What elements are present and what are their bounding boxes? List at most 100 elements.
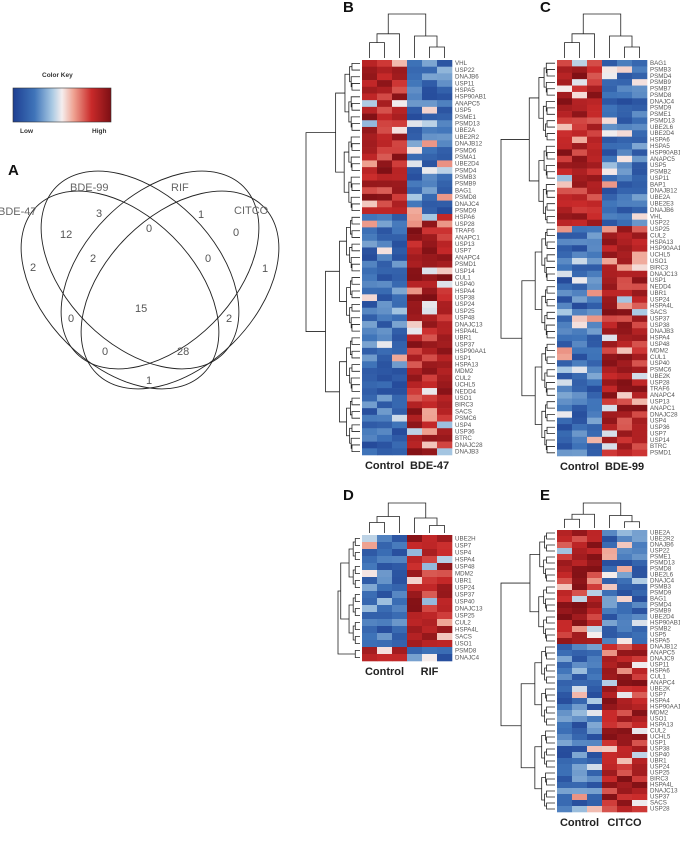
heatmap-cell	[422, 66, 438, 74]
heatmap-cell	[407, 301, 423, 309]
gene-label: PSMD1	[650, 450, 672, 457]
gene-label: USP14	[455, 268, 475, 275]
gene-label: PSMB3	[650, 584, 672, 591]
gene-label: USO1	[650, 716, 667, 723]
heatmap-cell	[572, 758, 588, 765]
heatmap-cell	[362, 556, 378, 564]
heatmap-cell	[422, 234, 438, 242]
heatmap-cell	[362, 207, 378, 215]
heatmap-cell	[632, 392, 648, 399]
heatmap-cell	[602, 782, 618, 789]
heatmap-cell	[572, 608, 588, 615]
heatmap-cell	[377, 428, 393, 436]
gene-label: HSPA4	[455, 288, 475, 295]
heatmap-cell	[557, 79, 573, 86]
heatmap-cell	[572, 716, 588, 723]
gene-label: DNAJC13	[455, 605, 483, 612]
heatmap-cell	[407, 213, 423, 221]
heatmap-cell	[362, 274, 378, 282]
venn-diagram: A BDE-47 BDE-99 RIF CITCO 2 3 1 1 12 0 0…	[0, 162, 280, 390]
heatmap-cell	[602, 277, 618, 284]
heatmap-cell	[362, 619, 378, 627]
heatmap-cell	[587, 430, 603, 438]
group-label-control: Control	[365, 666, 404, 678]
heatmap-cell	[407, 267, 423, 275]
heatmap-cell	[437, 381, 453, 389]
column-dendrogram	[564, 502, 640, 528]
venn-count-bde47-rif-citco: 0	[102, 346, 108, 358]
heatmap-cell	[377, 167, 393, 175]
heatmap-cell	[587, 366, 603, 374]
heatmap-cell	[407, 542, 423, 550]
heatmap-cell	[377, 227, 393, 235]
heatmap-cell	[587, 296, 603, 304]
heatmap-cell	[422, 260, 438, 268]
gene-label: USP48	[650, 341, 670, 348]
venn-count-bde47-rif: 0	[68, 313, 74, 325]
gene-label: MDM2	[455, 368, 474, 375]
heatmap-cell	[392, 106, 408, 114]
heatmap-cell	[587, 130, 603, 137]
heatmap-cell	[437, 234, 453, 242]
gene-label: HSPA4L	[650, 782, 674, 789]
heatmap-cell	[377, 113, 393, 121]
gene-label: PSMD9	[650, 105, 672, 112]
heatmap-cell	[377, 549, 393, 557]
heatmap-cell	[602, 328, 618, 335]
heatmap-cell	[557, 392, 573, 399]
gene-label: USP25	[455, 308, 475, 315]
heatmap-cell	[377, 394, 393, 402]
heatmap-cell	[437, 334, 453, 342]
heatmap-cell	[632, 430, 648, 438]
heatmap-cell	[572, 85, 588, 93]
heatmap-cell	[632, 536, 648, 543]
heatmap-cell	[572, 143, 588, 150]
heatmap-cell	[392, 287, 408, 295]
heatmap-cell	[572, 251, 588, 259]
heatmap-cell	[602, 644, 618, 651]
heatmap-cell	[617, 436, 633, 444]
heatmap-cell	[617, 206, 633, 214]
heatmap-cell	[587, 321, 603, 329]
heatmap-cell	[602, 449, 618, 457]
heatmap-cell	[587, 656, 603, 663]
heatmap-cell	[362, 321, 378, 329]
heatmap-cell	[392, 274, 408, 282]
heatmap-cell	[407, 605, 423, 613]
gene-label: UBE2L6	[650, 124, 674, 131]
heatmap-cell	[632, 72, 648, 80]
heatmap-panel-d: UBE2HUSP7USP4HSPA4USP48MDM2UBR1USP24USP3…	[337, 502, 483, 678]
heatmap-cell	[557, 626, 573, 633]
gene-label: PSMD8	[455, 647, 477, 654]
heatmap-cell	[422, 591, 438, 599]
heatmap-cell	[617, 258, 633, 265]
heatmap-cell	[617, 722, 633, 729]
heatmap-cell	[572, 710, 588, 717]
heatmap-cell	[362, 120, 378, 128]
heatmap-cell	[422, 612, 438, 620]
heatmap-cell	[557, 542, 573, 549]
heatmap-cell	[572, 530, 588, 537]
heatmap-cell	[407, 220, 423, 228]
heatmap-cell	[557, 746, 573, 753]
heatmap-cell	[392, 327, 408, 335]
heatmap-cell	[587, 372, 603, 380]
heatmap-cell	[572, 746, 588, 753]
heatmap-cell	[572, 548, 588, 555]
heatmap-cell	[422, 367, 438, 375]
heatmap-cell	[572, 289, 588, 297]
heatmap-cell	[617, 602, 633, 609]
gene-label: DNAJC28	[650, 411, 678, 418]
gene-label: UBE2R2	[650, 536, 675, 543]
heatmap-cell	[587, 398, 603, 406]
heatmap-cell	[377, 220, 393, 228]
heatmap-cell	[617, 626, 633, 633]
heatmap-cell	[632, 353, 648, 361]
heatmap-cell	[377, 334, 393, 342]
venn-count-bde99-rif: 0	[146, 223, 152, 235]
heatmap-cell	[572, 449, 588, 457]
heatmap-cell	[572, 283, 588, 291]
heatmap-cell	[572, 277, 588, 284]
heatmap-cell	[377, 234, 393, 242]
heatmap-cell	[632, 379, 648, 387]
